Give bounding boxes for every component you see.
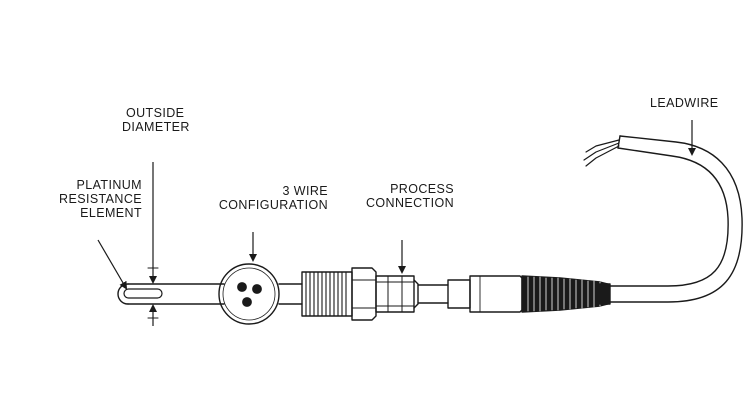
platinum-element [123,288,163,299]
label-platinum-resistance-element: PLATINUM RESISTANCE ELEMENT [59,178,142,220]
probe-tube-rear [417,284,449,304]
probe-tube-mid [278,283,303,305]
probe-sheath [117,283,225,305]
strain-relief [521,275,611,313]
label-3-wire-configuration: 3 WIRE CONFIGURATION [218,184,328,212]
label-outside-diameter: OUTSIDE DIAMETER [122,106,190,134]
leadwire-cable [583,135,743,303]
label-process-connection: PROCESS CONNECTION [365,182,454,210]
label-leadwire: LEADWIRE [650,96,719,110]
wire-configuration-section [218,263,280,325]
platinum-leader-arrow [97,239,128,290]
transition-handle [447,275,523,313]
threaded-fitting [301,267,419,321]
